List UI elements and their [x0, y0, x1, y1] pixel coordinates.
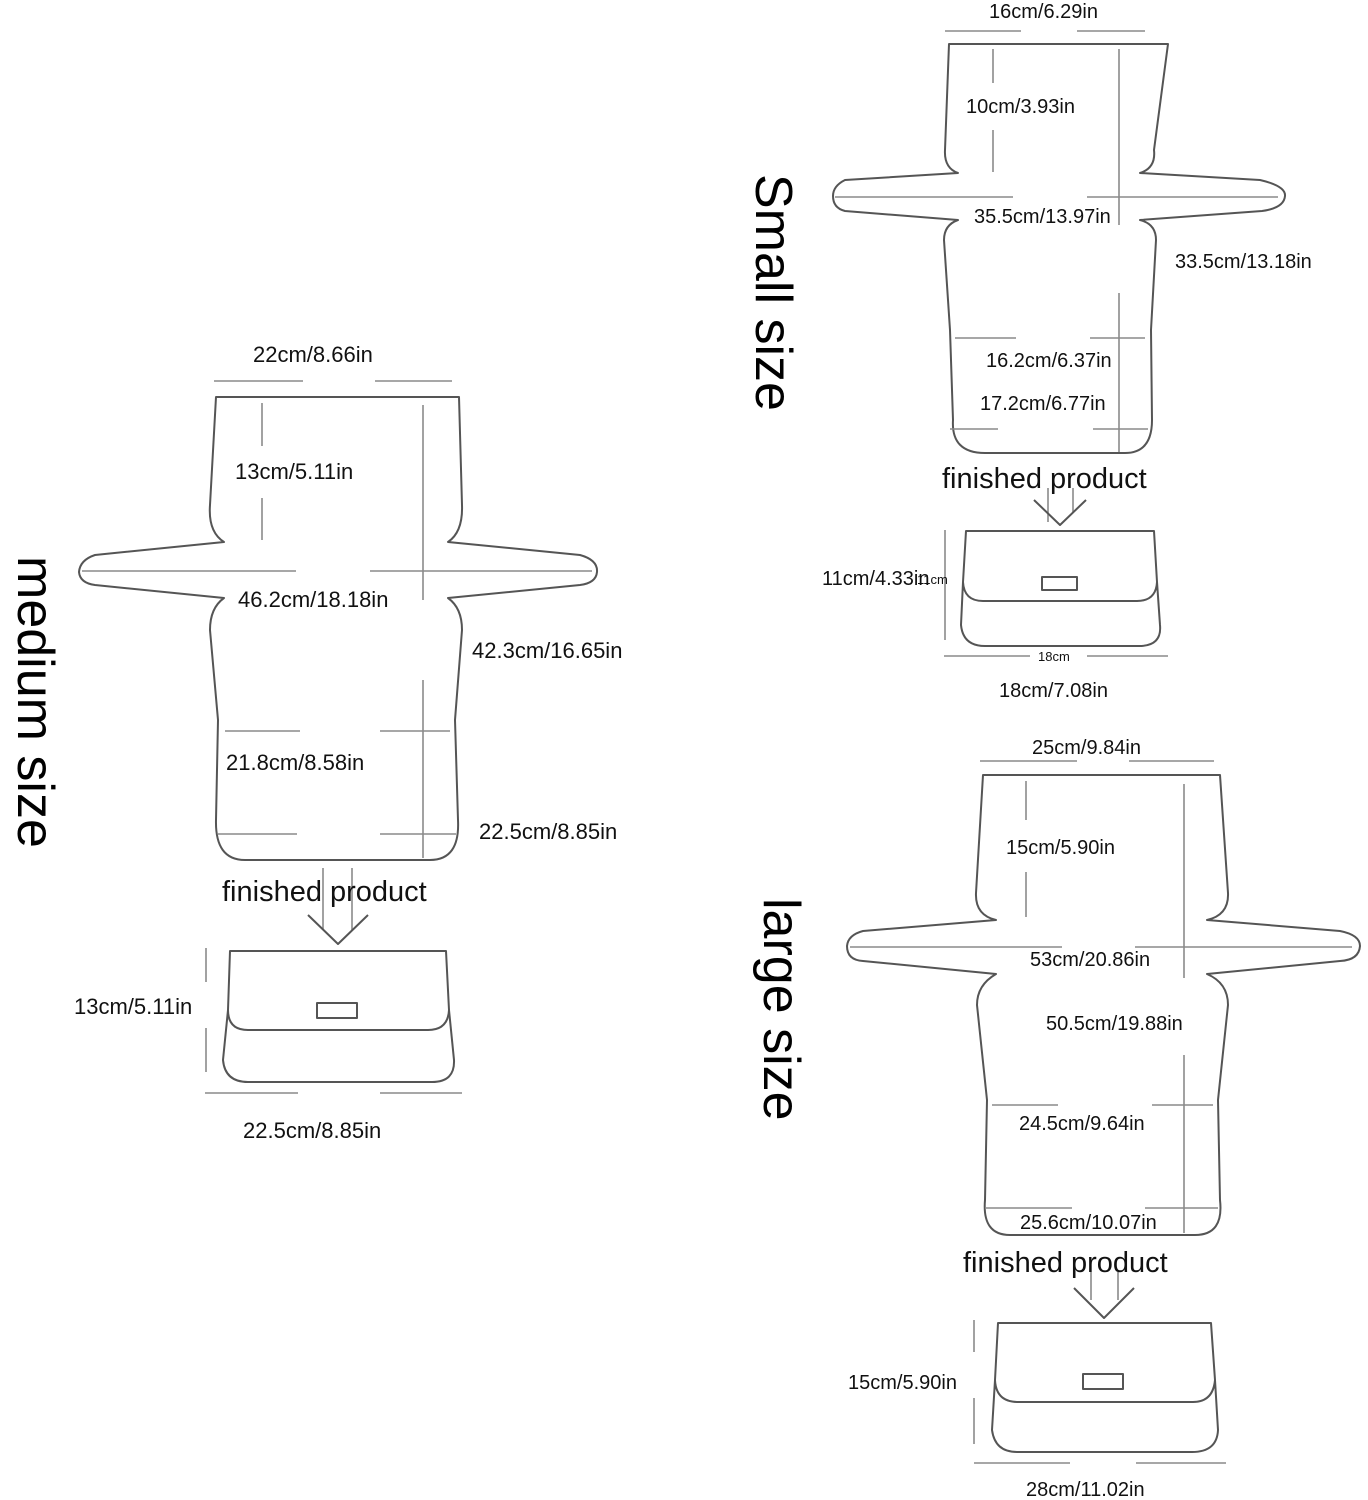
large-top-width-label: 25cm/9.84in: [1032, 737, 1141, 759]
small-top-width-label: 16cm/6.29in: [989, 1, 1098, 23]
medium-finished-bag-icon: [222, 950, 456, 1083]
large-size-section: large size 25cm/9.84in 15cm/5.90in 53cm/…: [752, 737, 1361, 1500]
small-down-arrow-icon: [1033, 488, 1087, 526]
large-total-height-label: 50.5cm/19.88in: [1046, 1013, 1183, 1035]
medium-body-width-label: 21.8cm/8.58in: [226, 750, 364, 775]
small-body-width-label: 16.2cm/6.37in: [986, 350, 1112, 372]
medium-down-arrow-icon: [307, 868, 369, 945]
large-finished-product-label: finished product: [963, 1247, 1168, 1279]
small-product-width-label: 18cm/7.08in: [999, 680, 1108, 702]
medium-total-height-label: 42.3cm/16.65in: [472, 638, 622, 663]
large-product-width-label: 28cm/11.02in: [1026, 1479, 1145, 1500]
small-size-title: Small size: [744, 174, 802, 411]
medium-size-section: medium size 22cm/8.66in 13cm/5.11in 46.2…: [6, 342, 622, 1143]
large-pattern-outline: [846, 774, 1361, 1236]
large-product-height-label: 15cm/5.90in: [848, 1372, 957, 1394]
medium-product-width-label: 22.5cm/8.85in: [243, 1118, 381, 1143]
medium-product-height-label: 13cm/5.11in: [74, 994, 192, 1019]
medium-finished-product-label: finished product: [222, 876, 427, 908]
small-span-width-label: 35.5cm/13.97in: [974, 206, 1111, 228]
small-product-height-label: 11cm/4.33in: [822, 568, 929, 590]
large-size-title: large size: [752, 898, 810, 1121]
medium-pattern-outline: [78, 396, 599, 861]
small-bottom-width-label: 17.2cm/6.77in: [980, 393, 1106, 415]
large-down-arrow-icon: [1073, 1272, 1135, 1319]
small-collar-height-label: 10cm/3.93in: [966, 96, 1075, 118]
large-bottom-width-label: 25.6cm/10.07in: [1020, 1212, 1157, 1234]
small-size-section: Small size 16cm/6.29in 10cm/3.93in 35.5c…: [744, 1, 1312, 702]
small-total-height-label: 33.5cm/13.18in: [1175, 251, 1312, 273]
medium-top-width-label: 22cm/8.66in: [253, 342, 373, 367]
small-pattern-outline: [832, 43, 1286, 454]
medium-size-title: medium size: [6, 556, 64, 848]
small-product-height-overlay-label: 11cm: [917, 572, 948, 587]
large-body-width-label: 24.5cm/9.64in: [1019, 1113, 1145, 1135]
small-finished-product-label: finished product: [942, 463, 1147, 495]
small-finished-bag-icon: [960, 530, 1162, 647]
medium-collar-height-label: 13cm/5.11in: [235, 459, 353, 484]
medium-bottom-width-label: 22.5cm/8.85in: [479, 819, 617, 844]
large-finished-bag-icon: [991, 1322, 1219, 1453]
medium-span-width-label: 46.2cm/18.18in: [238, 587, 388, 612]
large-collar-height-label: 15cm/5.90in: [1006, 837, 1115, 859]
large-span-width-label: 53cm/20.86in: [1030, 949, 1150, 971]
small-product-width-cm-label: 18cm: [1038, 649, 1070, 664]
